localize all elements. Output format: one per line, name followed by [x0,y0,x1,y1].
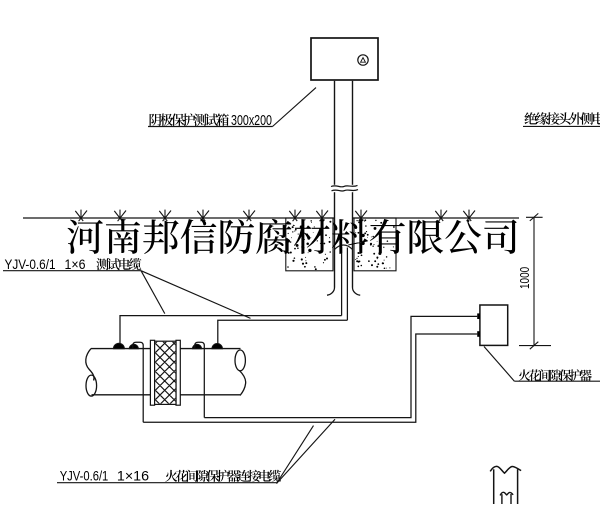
svg-text:1×16: 1×16 [117,468,149,484]
svg-text:1000: 1000 [517,267,532,289]
svg-text:YJV-0.6/1: YJV-0.6/1 [60,468,109,484]
svg-text:1×6: 1×6 [65,256,86,272]
svg-text:YJV-0.6/1: YJV-0.6/1 [5,256,56,272]
svg-text:300x200: 300x200 [231,112,272,129]
